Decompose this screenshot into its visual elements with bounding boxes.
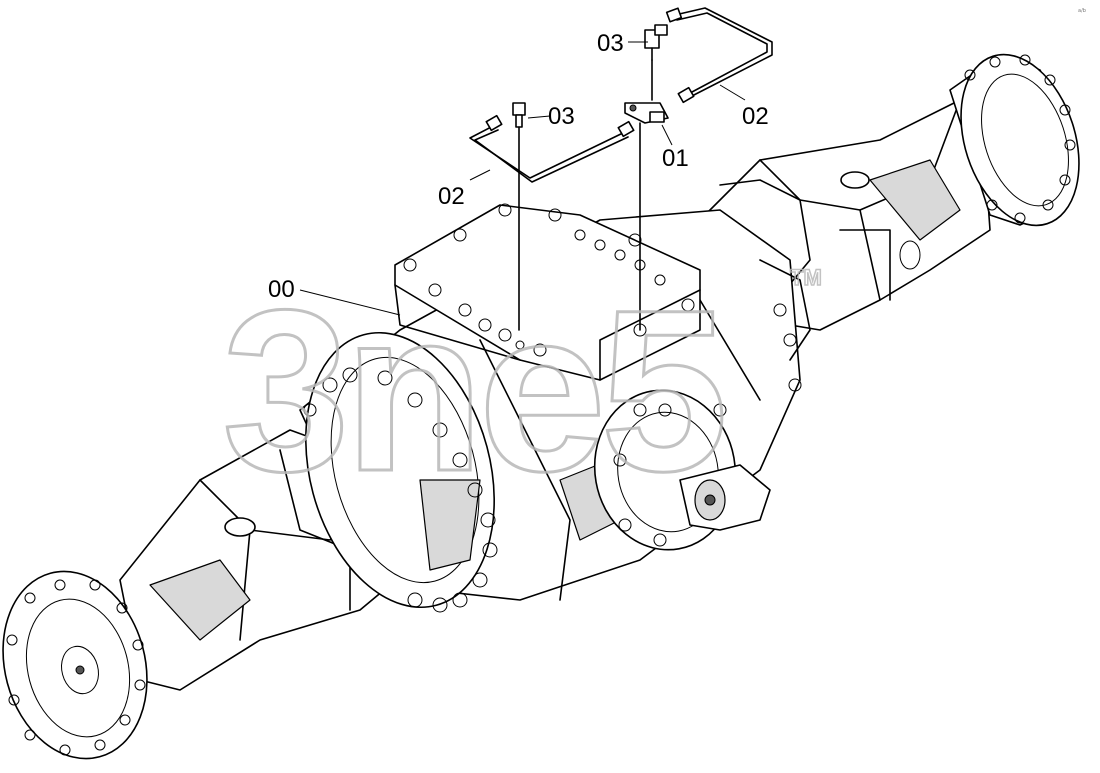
breather-fitting-top [644,24,668,101]
callout-03-top: 03 [597,30,624,57]
left-carrier-flange [303,331,498,613]
watermark-trademark: TM [790,265,822,290]
left-hub-flange [2,570,148,760]
input-yoke [593,389,771,551]
leader-lines [299,41,746,316]
breather-fitting-left [512,102,526,331]
watermark-text: 3ne5 [222,262,722,519]
callout-02-left: 02 [438,183,465,210]
right-hub-flange [949,53,1080,227]
watermark: 3ne5 TM [221,261,823,521]
callout-02-right: 02 [742,103,769,130]
callout-03-left: 03 [548,103,575,130]
breather-line-left [469,114,635,183]
breather-line-right [665,7,773,104]
callout-00: 00 [268,276,295,303]
tee-fitting [624,102,669,331]
right-carrier-details [759,259,811,392]
callout-01: 01 [662,145,689,172]
corner-mark: a/b [1078,8,1086,14]
